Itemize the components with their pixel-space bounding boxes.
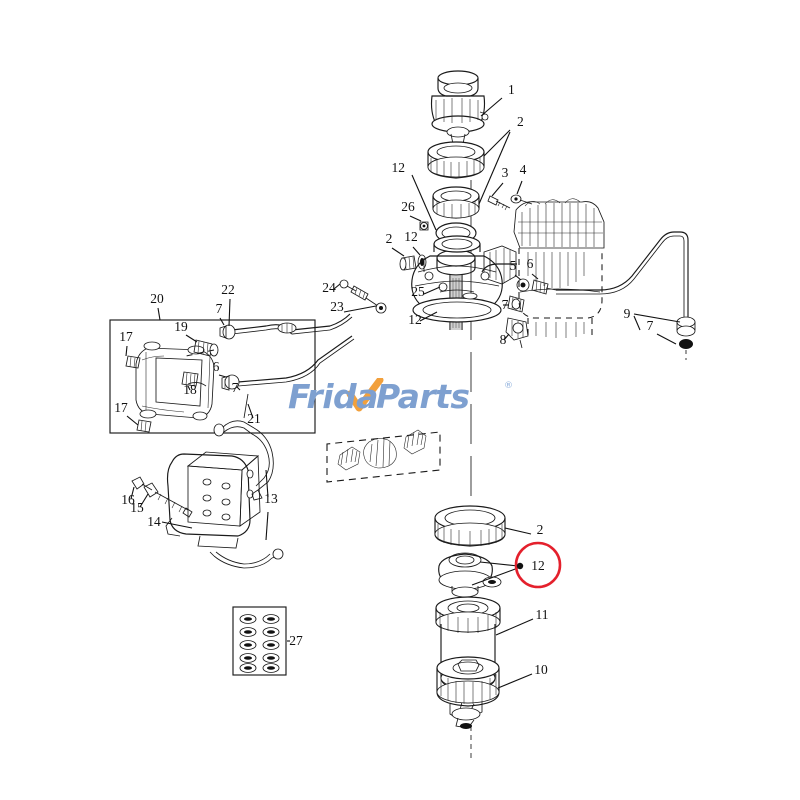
callout-number-8: 8 <box>500 332 507 347</box>
callout-number-5: 5 <box>510 258 517 273</box>
callout-number-18: 18 <box>183 382 197 397</box>
part-2-small-collar <box>399 255 417 271</box>
part-2-lower-collar <box>432 186 480 219</box>
callout-number-17: 17 <box>119 329 133 344</box>
callout-number-19: 19 <box>174 319 188 334</box>
callout-number-2: 2 <box>386 231 393 246</box>
callout-number-23: 23 <box>330 299 344 314</box>
callout-number-13: 13 <box>264 491 278 506</box>
part-3-screw <box>487 195 511 211</box>
small-hardware <box>337 429 427 471</box>
callout-number-14: 14 <box>147 514 161 529</box>
callout-number-1: 1 <box>508 82 515 97</box>
callout-number-12: 12 <box>392 160 406 175</box>
fuel-pump-housing <box>411 235 517 323</box>
callout-number-6: 6 <box>213 359 220 374</box>
callout-number-27: 27 <box>289 633 303 648</box>
part-2-upper-collar <box>427 141 485 179</box>
callout-number-2: 2 <box>517 114 524 129</box>
callout-number-24: 24 <box>322 280 336 295</box>
callout-number-12: 12 <box>404 229 418 244</box>
callout-number-2: 2 <box>537 522 544 537</box>
callout-number-15: 15 <box>130 500 144 515</box>
part-4-screw <box>510 194 533 205</box>
callout-number-11: 11 <box>536 607 549 622</box>
part-5-washer <box>516 278 530 292</box>
callout-number-7: 7 <box>232 380 239 395</box>
part-12-filter-seal <box>438 552 502 598</box>
part-26-fitting <box>419 221 429 231</box>
callout-number-7: 7 <box>647 318 654 333</box>
callout-number-6: 6 <box>527 256 534 271</box>
leader-lines <box>125 97 681 689</box>
callout-number-12: 12 <box>408 312 422 327</box>
part-2-filter-cap-ring <box>434 505 506 547</box>
highlight-circle-12 <box>514 541 562 589</box>
part-12-small-oring <box>417 254 427 270</box>
part-7-fitting-pump <box>507 295 525 313</box>
callout-number-22: 22 <box>221 282 235 297</box>
small-parts-dashbox <box>326 429 441 483</box>
engine-block <box>513 198 605 340</box>
fuel-line-right <box>481 231 696 360</box>
pump-body-13 <box>131 420 284 569</box>
callout-number-3: 3 <box>502 165 509 180</box>
callout-number-25: 25 <box>411 284 425 299</box>
callout-number-12: 12 <box>531 558 545 573</box>
part-8-elbow <box>505 317 529 349</box>
part-25-seal <box>438 282 448 292</box>
oring-kit-27 <box>232 606 287 676</box>
callout-number-17: 17 <box>114 400 128 415</box>
bracket-assembly-box-20 <box>109 319 316 434</box>
callout-number-9: 9 <box>624 306 631 321</box>
part-10-filter-bowl <box>436 656 500 729</box>
callout-number-20: 20 <box>150 291 164 306</box>
callout-number-7: 7 <box>216 301 223 316</box>
callout-number-7: 7 <box>502 297 509 312</box>
part-1-filler-cap <box>430 70 489 148</box>
part-23-rod <box>365 297 387 314</box>
fuel-lines-left <box>219 313 355 419</box>
callout-number-21: 21 <box>247 411 261 426</box>
callout-number-16: 16 <box>121 492 135 507</box>
callout-number-4: 4 <box>520 162 527 177</box>
callout-number-10: 10 <box>534 662 548 677</box>
oring-grid <box>239 614 280 673</box>
callout-number-26: 26 <box>401 199 415 214</box>
part-24-rod <box>339 279 369 301</box>
